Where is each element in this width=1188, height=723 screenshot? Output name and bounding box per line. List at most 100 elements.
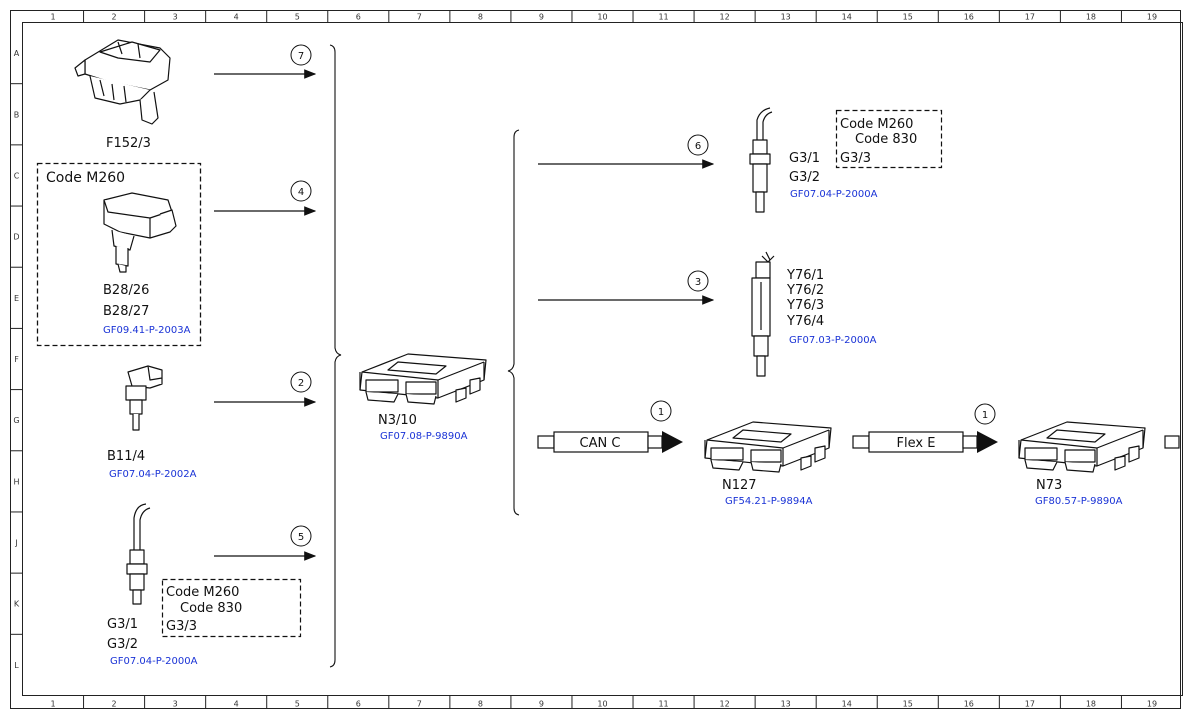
grid-ticks — [10, 10, 1122, 709]
grid-column-label: 1 — [50, 700, 55, 709]
grid-column-label: 2 — [112, 13, 117, 22]
right-brace — [507, 129, 520, 516]
b28-sensor-icon — [103, 192, 177, 273]
g3-left-label-1: G3/1 — [107, 617, 138, 632]
grid-column-label: 4 — [234, 700, 239, 709]
grid-row-label: F — [14, 355, 19, 364]
grid-column-label: 13 — [781, 700, 791, 709]
grid-column-label: 16 — [964, 13, 974, 22]
arrow-4: 4 — [214, 180, 317, 216]
g3-right-label-2: G3/2 — [789, 170, 820, 185]
y76-label-1: Y76/1 — [786, 268, 824, 283]
arrow-5: 5 — [214, 525, 317, 561]
g3-left-label-2: G3/2 — [107, 637, 138, 652]
n3-ref-link[interactable]: GF07.08-P-9890A — [380, 431, 468, 442]
arrow-5-number: 5 — [298, 532, 304, 543]
grid-row-label: K — [14, 600, 20, 609]
g3-right-label-1: G3/1 — [789, 151, 820, 166]
grid-column-label: 6 — [356, 13, 361, 22]
grid-row-label: H — [13, 477, 19, 486]
arrow-6-number: 6 — [695, 141, 701, 152]
b28-label-1: B28/26 — [103, 283, 149, 298]
grid-column-label: 12 — [720, 700, 730, 709]
grid-column-label: 9 — [539, 13, 544, 22]
grid-column-label: 7 — [417, 700, 422, 709]
continuation-connector — [1164, 435, 1180, 449]
b28-label-2: B28/27 — [103, 304, 149, 319]
grid-column-label: 11 — [658, 13, 668, 22]
grid-column-label: 14 — [842, 700, 852, 709]
arrow-3-number: 3 — [695, 277, 701, 288]
arrow-4-number: 4 — [298, 187, 304, 198]
arrow-1a-number: 1 — [658, 407, 664, 418]
n73-ref-link[interactable]: GF80.57-P-9890A — [1035, 496, 1123, 507]
n73-label: N73 — [1036, 478, 1062, 493]
y76-ref-link[interactable]: GF07.03-P-2000A — [789, 335, 877, 346]
g3-left-box-line-3: G3/3 — [166, 619, 197, 634]
n73-control-unit-icon — [1018, 421, 1146, 473]
grid-row-label: L — [14, 661, 19, 670]
grid-column-label: 7 — [417, 13, 422, 22]
can-c-label: CAN C — [580, 436, 621, 451]
y76-injector-icon — [751, 251, 775, 377]
grid-column-label: 3 — [173, 700, 178, 709]
grid-row-label: E — [14, 294, 19, 303]
grid-row-label: G — [13, 416, 19, 425]
n127-label: N127 — [722, 478, 757, 493]
grid-row-label: D — [13, 233, 19, 242]
left-brace — [329, 44, 342, 668]
grid-column-label: 15 — [903, 13, 913, 22]
flex-e-bus: Flex E 1 — [852, 403, 998, 453]
arrow-2: 2 — [214, 371, 317, 407]
b11-label: B11/4 — [107, 449, 145, 464]
grid-column-label: 5 — [295, 700, 300, 709]
grid-column-label: 10 — [597, 13, 607, 22]
n3-control-unit-icon — [359, 353, 487, 405]
arrow-2-number: 2 — [298, 378, 304, 389]
grid-column-label: 17 — [1025, 13, 1035, 22]
grid-column-label: 5 — [295, 13, 300, 22]
b11-ref-link[interactable]: GF07.04-P-2002A — [109, 469, 197, 480]
g3-right-sensor-icon — [749, 107, 773, 213]
b28-code-label: Code M260 — [46, 170, 125, 186]
grid-row-label: C — [14, 171, 20, 180]
f152-module-icon — [74, 39, 171, 125]
grid-column-label: 8 — [478, 13, 483, 22]
grid-column-label: 18 — [1086, 13, 1096, 22]
grid-row-label: A — [14, 49, 20, 58]
grid-column-label: 14 — [842, 13, 852, 22]
n3-label: N3/10 — [378, 413, 417, 428]
g3-right-ref-link[interactable]: GF07.04-P-2000A — [790, 189, 878, 200]
g3-left-sensor-icon — [126, 503, 151, 605]
b28-code-box — [36, 162, 202, 347]
grid-column-label: 4 — [234, 13, 239, 22]
g3-left-box-line-1: Code M260 — [166, 585, 239, 600]
grid-column-label: 9 — [539, 700, 544, 709]
grid-column-label: 10 — [597, 700, 607, 709]
grid-column-label: 8 — [478, 700, 483, 709]
g3-right-box-line-3: G3/3 — [840, 151, 871, 166]
b28-ref-link[interactable]: GF09.41-P-2003A — [103, 325, 191, 336]
grid-column-label: 19 — [1147, 13, 1157, 22]
grid-column-label: 17 — [1025, 700, 1035, 709]
g3-left-ref-link[interactable]: GF07.04-P-2000A — [110, 656, 198, 667]
grid-column-label: 15 — [903, 700, 913, 709]
g3-right-box-line-1: Code M260 — [840, 117, 913, 132]
f152-label: F152/3 — [106, 136, 151, 151]
grid-frame — [10, 10, 1183, 709]
grid-column-label: 16 — [964, 700, 974, 709]
g3-left-box-line-2: Code 830 — [180, 601, 242, 616]
arrow-7-number: 7 — [298, 51, 304, 62]
grid-column-label: 12 — [720, 13, 730, 22]
can-c-bus: CAN C 1 — [537, 400, 683, 453]
y76-label-3: Y76/3 — [786, 298, 824, 313]
n127-ref-link[interactable]: GF54.21-P-9894A — [725, 496, 813, 507]
b11-sensor-icon — [125, 365, 163, 431]
arrow-3: 3 — [538, 270, 715, 305]
g3-right-box-line-2: Code 830 — [855, 132, 917, 147]
y76-label-4: Y76/4 — [786, 314, 824, 329]
